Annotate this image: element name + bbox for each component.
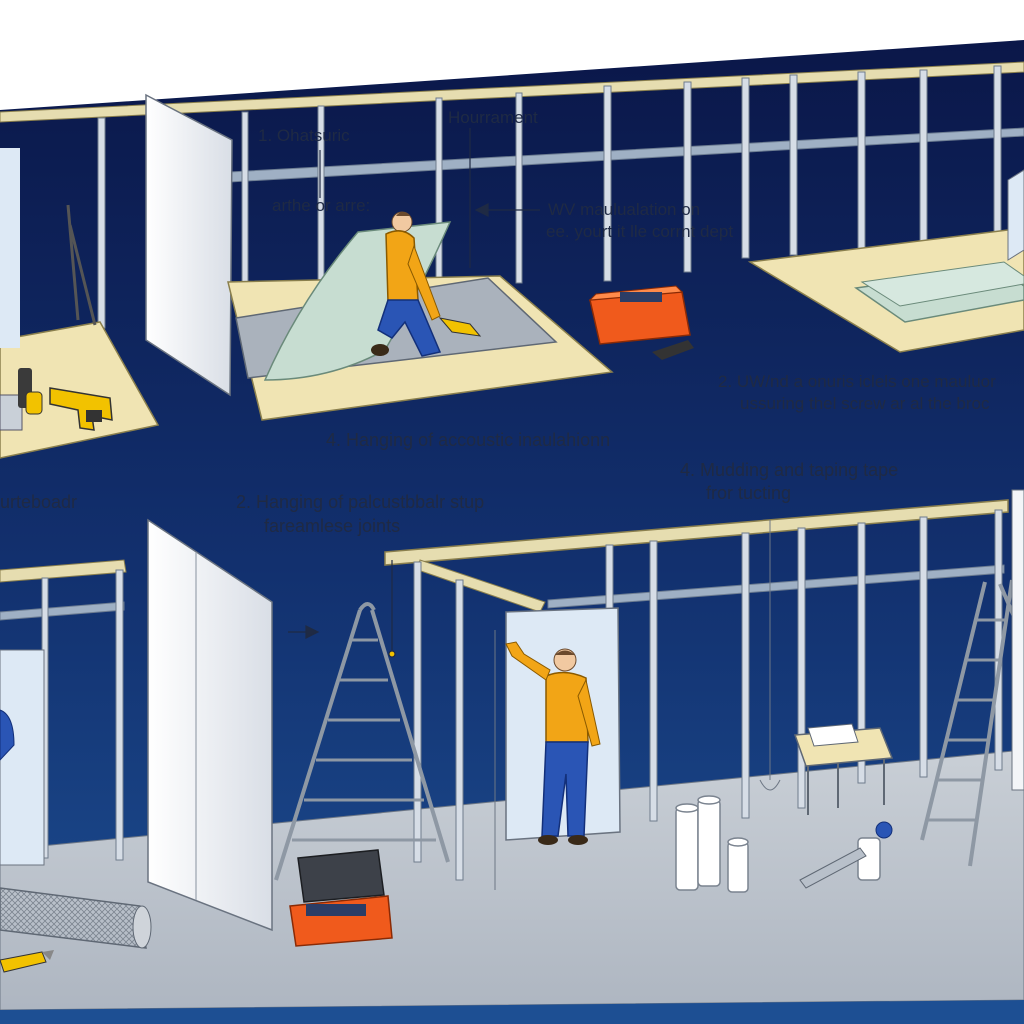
tools-left	[0, 368, 113, 431]
ladder-center	[274, 602, 450, 881]
label-step2-mid-line1: 2. Hanging of palcustbbalr stup	[236, 492, 485, 512]
label-step4-top: 4. Hanging of accoustic inaulahionn	[326, 430, 611, 450]
label-step2-mid-line2: fareamlese joints	[264, 516, 401, 536]
mesh-roll	[0, 887, 152, 949]
label-step4-mid-line1: 4. Mudding and taping tape	[680, 460, 899, 480]
board-stack	[853, 261, 1024, 323]
work-table	[793, 723, 894, 815]
wall-panel-left-edge	[0, 148, 20, 348]
label-step2-right-line1: 2. UW/nd a onuris iclels one mauluor	[718, 372, 996, 391]
drywall-panels-lower	[147, 518, 273, 932]
label-top-heading: Hourrament	[448, 108, 538, 127]
label-step1-sub: arthe or arre:	[272, 196, 371, 215]
utility-knife	[0, 950, 54, 973]
platform-left	[0, 321, 160, 459]
plumb-lines	[494, 520, 781, 890]
callouts-upper	[319, 128, 540, 268]
toolbox-lower	[289, 849, 393, 947]
label-left-cut: urteboadr	[0, 492, 78, 512]
floor-lower	[0, 749, 1024, 1011]
label-insulation-line1: WV maulualation on	[548, 200, 701, 219]
toolbox-upper	[588, 285, 694, 360]
trowel	[799, 847, 867, 889]
label-step1-title: 1. Ohatsuric	[258, 126, 350, 145]
worker-standing	[505, 641, 601, 845]
label-step2-right-line2: ussuring thel screw ar al the broc	[740, 394, 990, 413]
drywall-sheet-right-corner	[1007, 169, 1024, 261]
square-tool	[66, 204, 97, 326]
floor-edge-blue	[0, 1000, 1024, 1024]
callouts-lower	[288, 560, 396, 658]
tape-reel	[875, 821, 893, 839]
worker-kneeling	[371, 211, 482, 357]
lower-frame-left	[0, 559, 127, 866]
top-white-margin	[0, 0, 1024, 110]
drywall-sheet-upper	[145, 93, 233, 397]
worker-partial-left	[0, 709, 15, 761]
tape-rolls	[675, 795, 881, 893]
top-track	[0, 61, 1024, 123]
label-insulation-line2: ee. yourt it lle corrnt dept	[546, 222, 734, 241]
upper-frame	[0, 61, 1024, 329]
label-step4-mid-line2: fror tucting	[706, 483, 792, 503]
drywall-sheet-far-right	[1011, 489, 1024, 791]
